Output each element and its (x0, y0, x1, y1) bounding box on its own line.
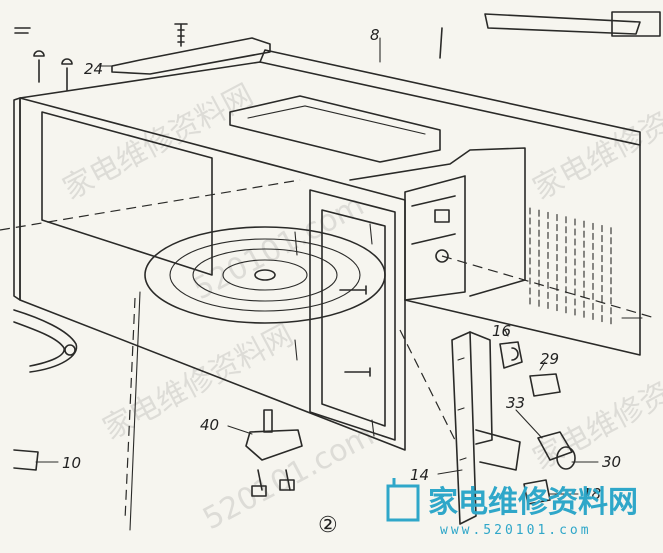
top-right-box (611, 11, 661, 37)
logo-bracket-icon (386, 478, 420, 522)
label-33: 33 (506, 394, 525, 412)
front-frame (13, 97, 406, 451)
part-14-bracket (451, 331, 521, 525)
watermark-text-1: 家电维修资料网 (57, 78, 259, 207)
label-18: 18 (582, 485, 601, 503)
watermark-url-2: 520101.com (197, 418, 380, 537)
label-30: 30 (602, 453, 621, 471)
label-14: 14 (410, 466, 429, 484)
turntable (144, 226, 386, 324)
frame-screws (339, 285, 371, 377)
part-40-motor (245, 409, 303, 497)
site-logo: 家电维修资料网 www.520101.com (386, 478, 638, 538)
part-29-switch (529, 373, 561, 397)
leader-lines (35, 37, 643, 495)
part-10 (13, 449, 39, 471)
label-10: 10 (62, 454, 81, 472)
label-40: 40 (200, 416, 219, 434)
label-24: 24 (84, 60, 103, 78)
side-vent-grid (529, 207, 612, 325)
part-24-bracket (111, 37, 271, 75)
part-labels: 24 8 16 29 33 40 10 14 30 18 (62, 26, 621, 503)
watermark-text-3: 家电维修资料网 (527, 78, 663, 207)
part-16-switch (499, 341, 523, 369)
construction-lines (0, 179, 656, 531)
logo-brand: 家电维修资料网 (428, 485, 638, 520)
watermark-text-2: 家电维修资料网 (97, 318, 299, 447)
parts-33-30-18 (523, 431, 576, 505)
figure-number: ② (318, 513, 338, 538)
top-screws (33, 23, 188, 91)
label-16: 16 (492, 322, 511, 340)
watermark: 家电维修资料网 家电维修资料网 520101.com 520101.com 家电… (57, 78, 663, 537)
label-29: 29 (540, 350, 559, 368)
top-edge-part (439, 13, 641, 59)
label-8: 8 (370, 26, 380, 44)
turntable-ring (13, 309, 78, 373)
corner-mark (14, 27, 31, 34)
logo-url: www.520101.com (440, 523, 592, 538)
